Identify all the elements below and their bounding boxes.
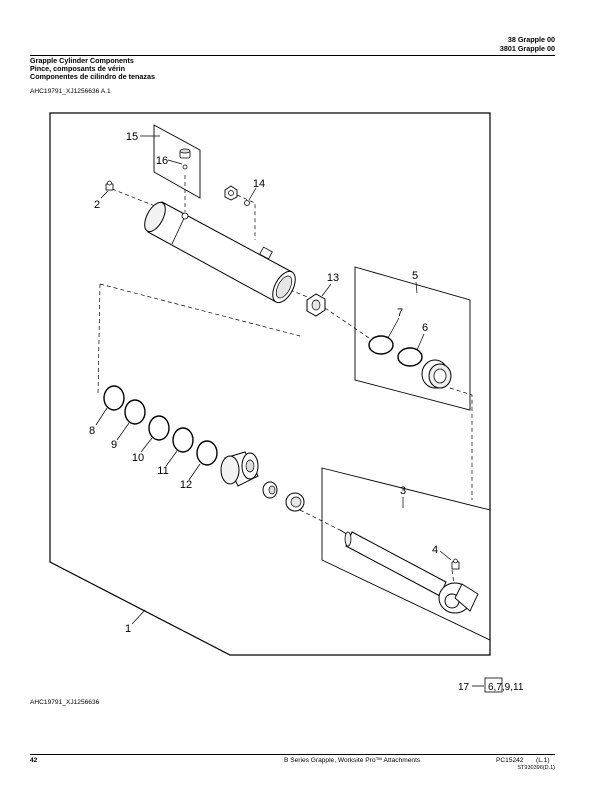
callout-8: 8 — [89, 425, 95, 437]
piston — [220, 451, 259, 487]
nut-13 — [306, 293, 326, 317]
o-ring-7 — [368, 335, 394, 355]
leader-lines — [95, 135, 452, 625]
inset-box-15 — [153, 124, 201, 199]
seal-rings-8-12 — [103, 385, 218, 466]
inset-box-3 — [321, 467, 491, 641]
grease-fitting-2 — [105, 180, 114, 191]
header-rule — [30, 55, 555, 56]
callout-14: 14 — [253, 178, 265, 190]
seal-ring-8 — [103, 385, 125, 411]
callout-13: 13 — [327, 272, 339, 284]
callout-5: 5 — [412, 270, 418, 282]
seal-ring-12 — [196, 440, 218, 466]
figure-code-bottom: AHC19791_XJ1256636 — [30, 699, 100, 706]
callout-7: 7 — [397, 307, 403, 319]
callout-9: 9 — [111, 439, 117, 451]
gland-5 — [421, 359, 452, 389]
title-spanish: Componentes de cilindro de tenazas — [30, 72, 156, 81]
assembly-dash-lines — [97, 175, 473, 591]
vent-plug-16 — [179, 148, 191, 170]
cylinder-barrel — [144, 201, 296, 304]
header-line-1: 38 Grapple 00 — [507, 35, 555, 44]
title-french: Pince, composants de vérin — [30, 64, 126, 73]
callout-3: 3 — [400, 485, 406, 497]
callout-16: 16 — [156, 155, 168, 167]
piston-nut — [262, 481, 278, 499]
seal-ring-10 — [148, 415, 170, 441]
page-number: 42 — [30, 757, 38, 764]
pc-number: PC15242 — [496, 757, 524, 764]
nut-14 — [224, 185, 250, 206]
piston-rod-3 — [339, 529, 479, 614]
seal-ring-11 — [172, 427, 194, 453]
revision: (L.1) — [536, 757, 550, 764]
callout-2: 2 — [94, 199, 100, 211]
title-english: Grapple Cylinder Components — [30, 56, 134, 65]
kit-contents: 6,7,9,11 — [488, 682, 524, 693]
header-line-2: 3801 Grapple 00 — [499, 44, 555, 53]
backup-ring-6 — [397, 347, 423, 367]
seal-ring-9 — [124, 399, 146, 425]
outer-assembly-frame — [49, 112, 491, 656]
figure-code-top: AHC19791_XJ1256636 A.1 — [30, 88, 111, 95]
publication-title: B Series Grapple, Worksite Pro™ Attachme… — [284, 757, 421, 764]
callout-10: 10 — [132, 452, 144, 464]
footer-rule — [30, 754, 555, 755]
wear-bushing — [285, 492, 305, 512]
callout-15: 15 — [126, 131, 138, 143]
grease-fitting-4 — [451, 558, 460, 570]
kit-item-number: 17 — [458, 682, 470, 693]
callout-1: 1 — [125, 623, 131, 635]
inset-box-5 — [354, 266, 471, 411]
callout-11: 11 — [157, 465, 168, 477]
callout-4: 4 — [432, 544, 438, 556]
kit-note-17: 17 6,7,9,11 — [458, 677, 524, 693]
doc-code: ST930396(D.1) — [517, 765, 555, 771]
callout-12: 12 — [180, 479, 192, 491]
callout-6: 6 — [422, 322, 428, 334]
